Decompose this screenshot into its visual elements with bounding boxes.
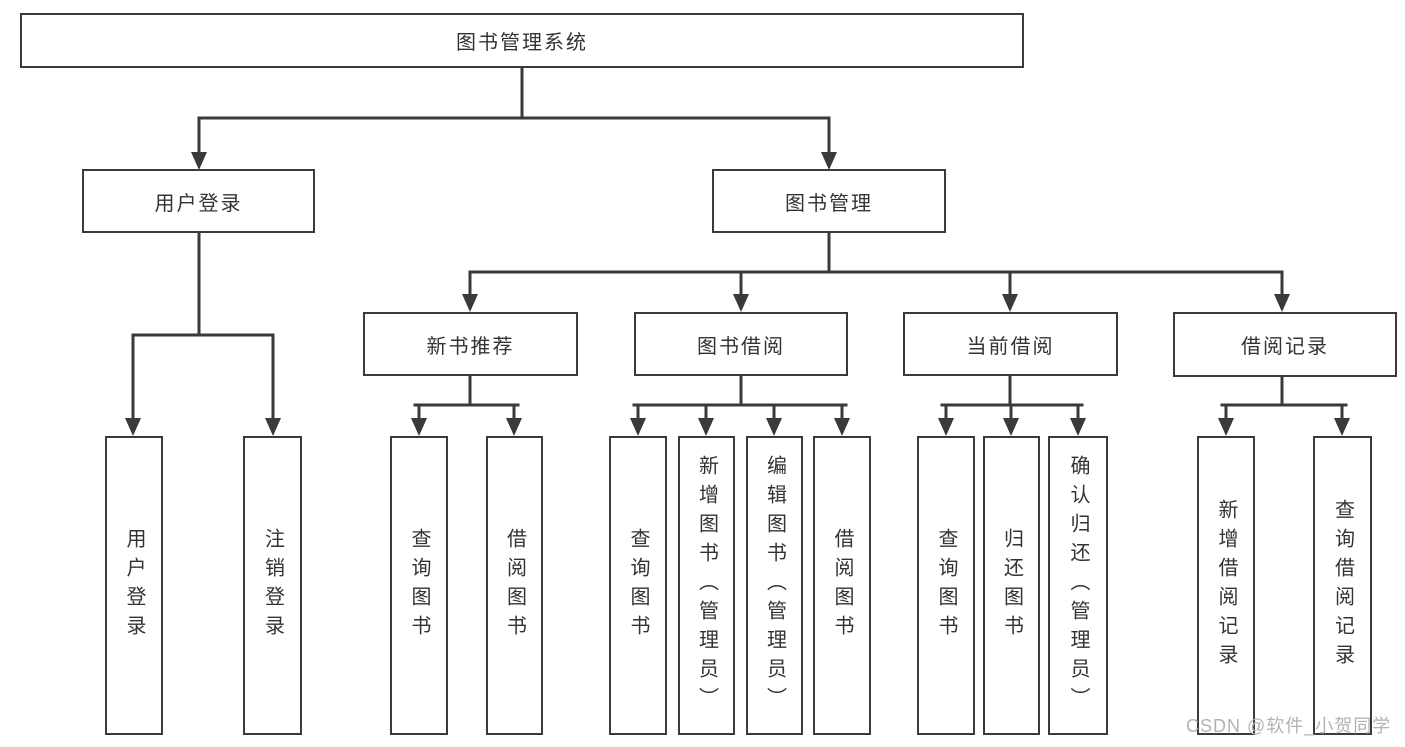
leaf-nb-query-books: 查询图书 <box>390 436 448 735</box>
leaf-user-login: 用户登录 <box>105 436 163 735</box>
leaf-bb-borrow-books: 借阅图书 <box>813 436 871 735</box>
node-book-management: 图书管理 <box>712 169 946 233</box>
node-current-borrow: 当前借阅 <box>903 312 1118 376</box>
arrowhead-down-icon <box>411 418 427 436</box>
leaf-cb-confirm-return-admin: 确认归还（管理员） <box>1048 436 1108 735</box>
arrowhead-down-icon <box>1334 418 1350 436</box>
arrowhead-down-icon <box>1070 418 1086 436</box>
arrowhead-down-icon <box>506 418 522 436</box>
arrowhead-down-icon <box>821 152 837 170</box>
leaf-cb-return-books-label: 归还图书 <box>1000 527 1023 644</box>
leaf-bb-add-books-admin-label: 新增图书（管理员） <box>695 455 718 716</box>
arrowhead-down-icon <box>733 294 749 312</box>
arrowhead-down-icon <box>191 152 207 170</box>
node-new-book-recommend: 新书推荐 <box>363 312 578 376</box>
leaf-cb-query-books: 查询图书 <box>917 436 975 735</box>
arrowhead-down-icon <box>766 418 782 436</box>
leaf-nb-borrow-books-label: 借阅图书 <box>503 527 526 644</box>
leaf-bb-edit-books-admin-label: 编辑图书（管理员） <box>763 455 786 716</box>
leaf-nb-query-books-label: 查询图书 <box>408 527 430 644</box>
leaf-user-login-label: 用户登录 <box>123 527 145 644</box>
csdn-watermark: CSDN @软件_小贺同学 <box>1186 716 1392 736</box>
arrowhead-down-icon <box>1218 418 1234 436</box>
node-user-login: 用户登录 <box>82 169 315 233</box>
node-book-borrow: 图书借阅 <box>634 312 848 376</box>
arrowhead-down-icon <box>1003 418 1019 436</box>
arrowhead-down-icon <box>462 294 478 312</box>
leaf-br-add-record: 新增借阅记录 <box>1197 436 1255 735</box>
leaf-bb-query-books-label: 查询图书 <box>627 527 649 644</box>
leaf-br-query-record-label: 查询借阅记录 <box>1331 498 1354 673</box>
leaf-cb-confirm-return-admin-label: 确认归还（管理员） <box>1067 455 1089 716</box>
arrowhead-down-icon <box>630 418 646 436</box>
leaf-br-add-record-label: 新增借阅记录 <box>1215 498 1237 673</box>
leaf-bb-add-books-admin: 新增图书（管理员） <box>678 436 735 735</box>
arrowhead-down-icon <box>265 418 281 436</box>
leaf-bb-edit-books-admin: 编辑图书（管理员） <box>746 436 803 735</box>
leaf-logout-label: 注销登录 <box>261 527 284 644</box>
leaf-bb-query-books: 查询图书 <box>609 436 667 735</box>
node-root: 图书管理系统 <box>20 13 1024 68</box>
leaf-nb-borrow-books: 借阅图书 <box>486 436 543 735</box>
arrowhead-down-icon <box>834 418 850 436</box>
leaf-cb-return-books: 归还图书 <box>983 436 1040 735</box>
arrowhead-down-icon <box>1274 294 1290 312</box>
leaf-br-query-record: 查询借阅记录 <box>1313 436 1372 735</box>
leaf-bb-borrow-books-label: 借阅图书 <box>831 527 853 644</box>
arrowhead-down-icon <box>698 418 714 436</box>
leaf-cb-query-books-label: 查询图书 <box>935 527 957 644</box>
node-borrow-records: 借阅记录 <box>1173 312 1397 377</box>
leaf-logout: 注销登录 <box>243 436 302 735</box>
arrowhead-down-icon <box>125 418 141 436</box>
arrowhead-down-icon <box>1002 294 1018 312</box>
arrowhead-down-icon <box>938 418 954 436</box>
